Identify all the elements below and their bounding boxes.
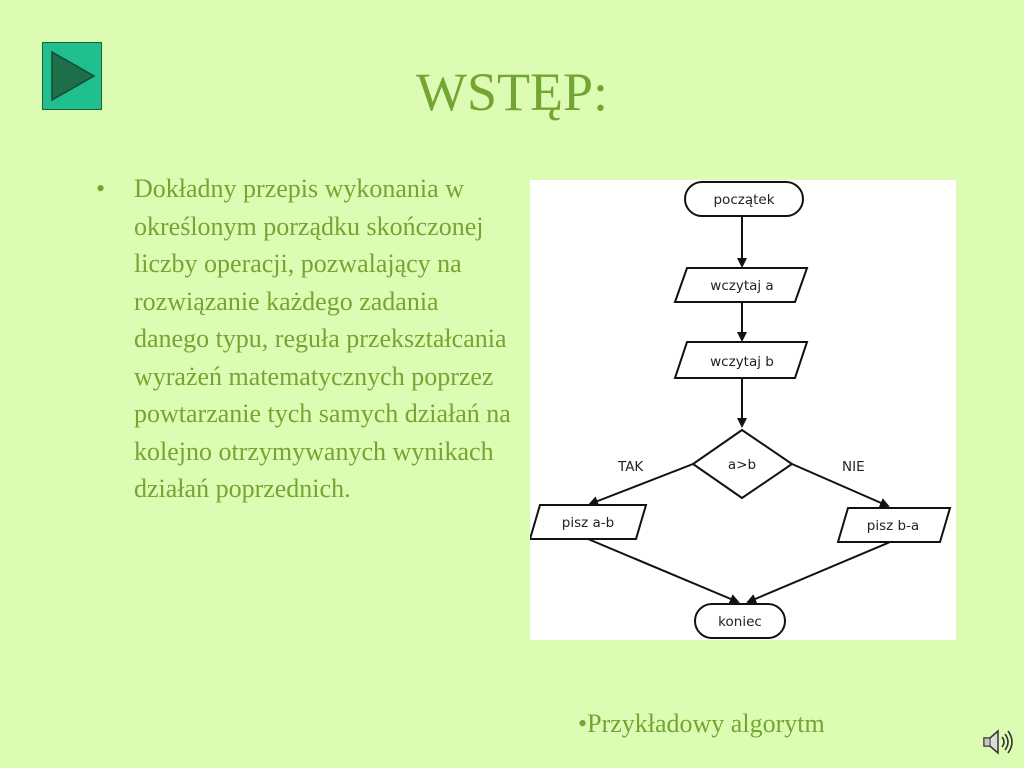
start-label: początek	[713, 192, 774, 208]
play-button[interactable]	[42, 42, 102, 110]
read-a-node	[673, 267, 809, 303]
yes-action-node	[528, 504, 648, 540]
play-icon	[51, 50, 96, 102]
bullet-item: • Dokładny przepis wykonania w określony…	[96, 170, 516, 508]
bullet-mark: •	[96, 174, 106, 203]
read-b-label: wczytaj b	[710, 354, 774, 370]
decision-label: a>b	[728, 457, 756, 473]
slide-title: WSTĘP:	[415, 62, 608, 122]
flowchart-diagram: początek wczytaj a wczytaj b a>b TAK NIE…	[528, 180, 956, 640]
speaker-icon	[983, 729, 1013, 755]
decision-node	[691, 428, 794, 500]
no-action-node	[836, 507, 952, 543]
no-action-label: pisz b-a	[867, 518, 919, 534]
start-node	[684, 181, 804, 217]
bullet-text: Dokładny przepis wykonania w określonym …	[134, 174, 511, 503]
end-label: koniec	[718, 614, 762, 630]
read-a-label: wczytaj a	[710, 278, 773, 294]
end-node	[694, 603, 786, 639]
speaker-button[interactable]	[980, 726, 1016, 758]
no-branch-label: NIE	[842, 459, 865, 475]
read-b-node	[673, 341, 809, 379]
yes-branch-label: TAK	[617, 459, 644, 475]
yes-action-label: pisz a-b	[562, 515, 614, 531]
flowchart-caption: •Przykładowy algorytm	[578, 709, 825, 738]
